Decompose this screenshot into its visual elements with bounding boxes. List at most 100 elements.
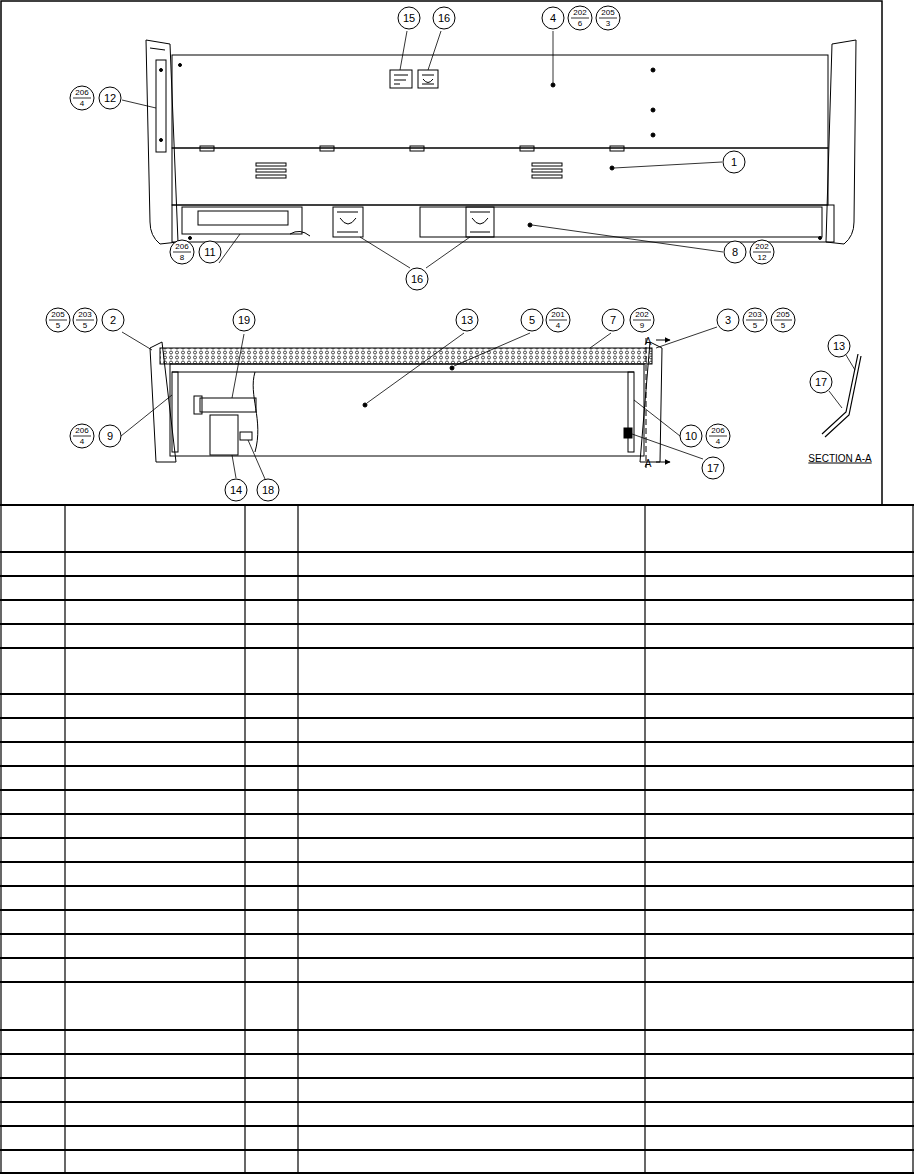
drawing-stroke (156, 60, 166, 152)
table-rule (0, 551, 914, 553)
callout-circle (568, 6, 592, 30)
table-rule (0, 885, 914, 887)
section-title: SECTION A-A (808, 453, 871, 464)
callout-circle (406, 268, 428, 290)
callout-number: 16 (438, 12, 450, 24)
callout-number: 13 (833, 340, 845, 352)
drawing-stroke (172, 205, 834, 242)
drawing-stroke (450, 366, 454, 370)
leader-lines (121, 31, 855, 479)
drawing-stroke (390, 70, 412, 88)
callout-number: 9 (107, 430, 113, 442)
reference-fraction: 206 (711, 427, 724, 435)
drawing-stroke (656, 462, 670, 463)
callout-number: 19 (238, 314, 250, 326)
callout-circle (828, 335, 850, 357)
drawing-stroke (634, 400, 680, 436)
drawing-stroke (160, 139, 163, 142)
callout-circle (771, 308, 795, 332)
table-rule (297, 505, 298, 1173)
callout-circle (99, 87, 121, 109)
drawing-stroke (189, 237, 192, 240)
fraction-bar (549, 320, 567, 321)
callout-circle (542, 7, 564, 29)
reference-fraction: 12 (758, 254, 767, 262)
table-rule (0, 717, 914, 719)
table-rule (0, 981, 914, 983)
callout-number: 15 (403, 12, 415, 24)
callout-number: 5 (529, 314, 535, 326)
fraction-bar (746, 320, 764, 321)
callout-number: 17 (707, 462, 719, 474)
table-rule (0, 1029, 914, 1031)
table-rule (0, 861, 914, 863)
reference-fraction: 205 (776, 311, 789, 319)
drawing-stroke (256, 175, 286, 178)
reference-fraction: 8 (180, 254, 184, 262)
section-view (822, 354, 861, 437)
callout-circle (46, 308, 70, 332)
callout-circle (743, 308, 767, 332)
fraction-bar (76, 320, 94, 321)
reference-fraction: 202 (755, 243, 768, 251)
drawing-stroke (200, 398, 256, 412)
reference-fraction: 202 (573, 9, 586, 17)
callout-number: 4 (550, 12, 556, 24)
table-rule (0, 504, 914, 506)
drawing-stroke (553, 31, 554, 83)
drawing-stroke (829, 391, 842, 408)
drawing-stroke (400, 31, 407, 70)
drawing-stroke (256, 163, 286, 166)
drawing-stroke (122, 332, 152, 350)
reference-fraction: 201 (551, 311, 564, 319)
fraction-bar (173, 252, 191, 253)
table-rule (0, 647, 914, 649)
drawing-stroke (240, 432, 252, 440)
drawing-stroke (825, 356, 861, 437)
drawing-stroke (232, 334, 244, 398)
reference-fraction: 5 (753, 322, 757, 330)
front-view (150, 338, 670, 468)
callout-circle (750, 240, 774, 264)
reference-fraction: 203 (78, 311, 91, 319)
fraction-bar (753, 252, 771, 253)
section-marker: A (645, 458, 652, 469)
callout-number: 8 (732, 246, 738, 258)
callout-circle (724, 241, 746, 263)
drawing-stroke (426, 237, 470, 268)
reference-fraction: 4 (80, 100, 84, 108)
callout-circle (630, 308, 654, 332)
callout-circle (73, 308, 97, 332)
callout-circle (456, 309, 478, 331)
drawing-stroke (320, 146, 334, 151)
drawing-stroke (646, 338, 647, 468)
reference-fraction: 4 (80, 438, 84, 446)
drawing-stroke (651, 68, 655, 72)
fraction-bar (49, 320, 67, 321)
drawing-stroke (656, 327, 717, 348)
drawing-stroke (454, 333, 530, 366)
callout-circle (702, 457, 724, 479)
reference-fraction: 205 (601, 9, 614, 17)
drawing-stroke (590, 333, 611, 348)
drawing-stroke (532, 175, 562, 178)
callout-number: 2 (110, 314, 116, 326)
drawing-stroke (210, 415, 238, 455)
table-rule (0, 1101, 914, 1103)
table-rule (0, 933, 914, 935)
drawing-stroke (628, 372, 634, 452)
drawing-stroke (651, 108, 655, 112)
table-rule (0, 813, 914, 815)
drawing-stroke (363, 403, 367, 407)
callout-circle (546, 308, 570, 332)
drawing-stroke (232, 455, 236, 478)
callout-circle (433, 7, 455, 29)
callout-circle (257, 479, 279, 501)
callout-number: 17 (815, 376, 827, 388)
drawing-stroke (367, 333, 464, 403)
callout-circle (723, 151, 745, 173)
fraction-bar (599, 18, 617, 19)
drawing-stroke (420, 207, 822, 237)
callout-number: 13 (461, 314, 473, 326)
table-rule (0, 623, 914, 625)
